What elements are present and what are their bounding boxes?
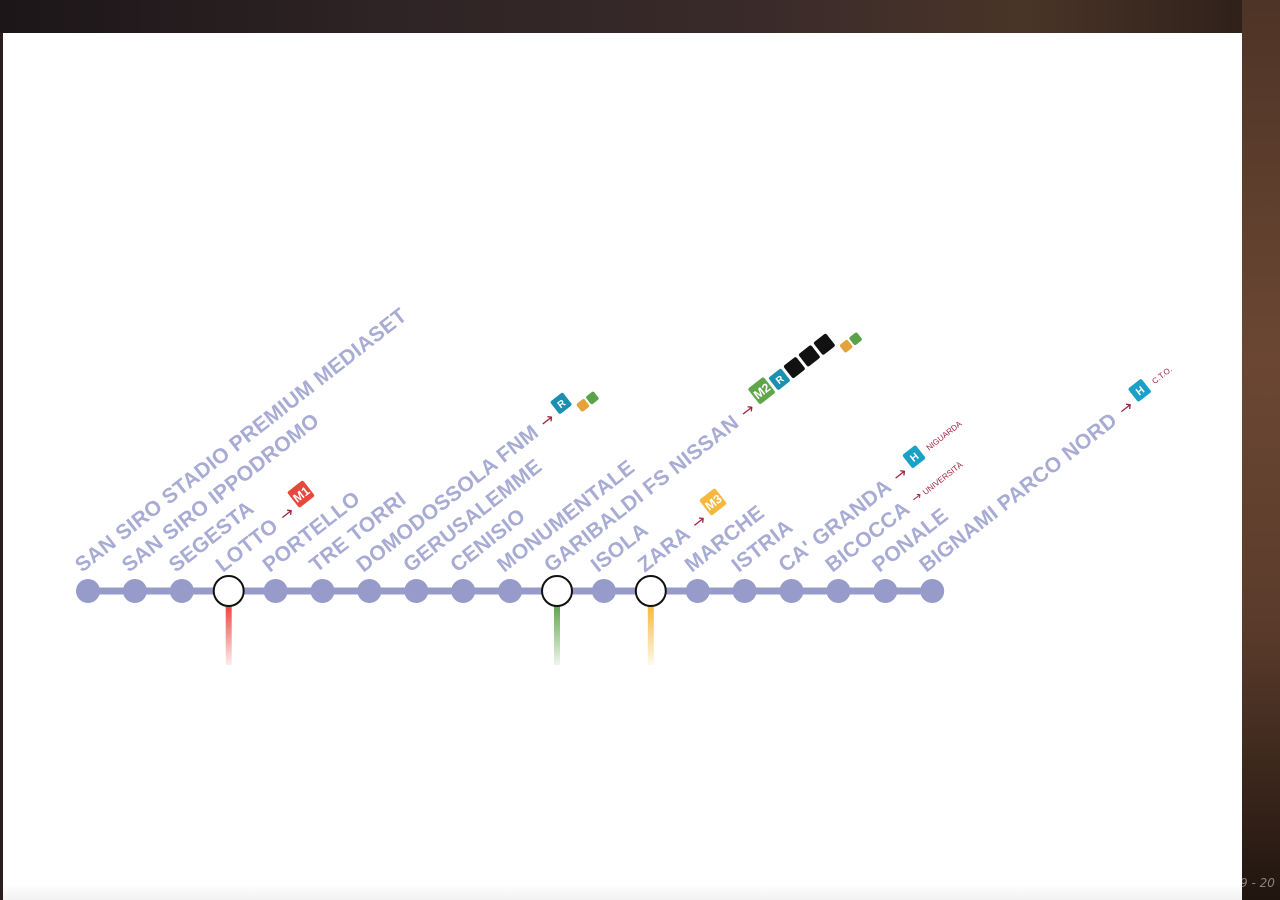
station-dot-istria[interactable] [732,579,757,603]
tram-icon [576,399,590,412]
airport-icon [798,345,820,367]
footer-text: 9 - 20 [1240,876,1275,890]
station-sub-label: UNIVERSITÀ [921,460,965,497]
m3-icon: M3 [699,488,727,516]
malpensa-icon [813,333,835,355]
station-dot-bicocca[interactable] [826,579,851,603]
tram-icon [839,339,853,353]
rail-icon: R [550,392,572,414]
station-dot-san-siro-stadio-premium-mediaset[interactable] [76,579,100,603]
station-dot-zara[interactable] [634,575,667,607]
station-dot-monumentale[interactable] [498,579,523,603]
station-dot-tre-torri[interactable] [310,579,335,603]
m2-icon: M2 [748,377,775,404]
station-dot-segesta[interactable] [169,579,194,603]
hospital-icon: H [1128,379,1151,402]
station-sub-label: NIGUARDA [925,419,964,452]
train-icon [783,357,805,379]
slide [3,33,1242,900]
station-dot-garibaldi-fs-nissan[interactable] [541,575,573,607]
m3-connector [647,605,654,665]
station-dot-portello[interactable] [263,579,288,603]
station-dot-domodossola-fnm[interactable] [357,579,382,603]
arrow-icon: → [889,462,911,485]
m1-icon: M1 [287,480,315,508]
station-dot-cenisio[interactable] [451,579,476,603]
bus-icon [586,391,599,405]
arrow-icon: → [275,502,297,525]
hospital-icon: H [902,445,926,468]
rail-icon: R [768,368,790,390]
station-dot-gerusalemme[interactable] [404,579,429,603]
arrow-icon: → [688,510,710,533]
bus-icon [849,332,862,346]
arrow-icon: → [536,408,558,431]
background-top [0,0,1280,33]
arrow-icon: → [736,399,758,422]
m1-connector [225,605,232,665]
station-dot-bignami-parco-nord[interactable] [920,579,945,603]
station-dot-marche[interactable] [685,579,710,603]
m2-connector [554,605,560,665]
slide-bottom-edge [3,884,1242,900]
background-right [1242,0,1280,900]
station-dot-isola[interactable] [591,579,616,603]
station-dot-san-siro-ippodromo[interactable] [122,579,147,603]
station-sub-label: C.T.O. [1150,365,1173,386]
station-dot-lotto[interactable] [212,575,245,607]
station-dot-ponale[interactable] [873,579,898,603]
station-dot-ca-granda[interactable] [779,579,804,603]
arrow-icon: → [1114,396,1136,419]
